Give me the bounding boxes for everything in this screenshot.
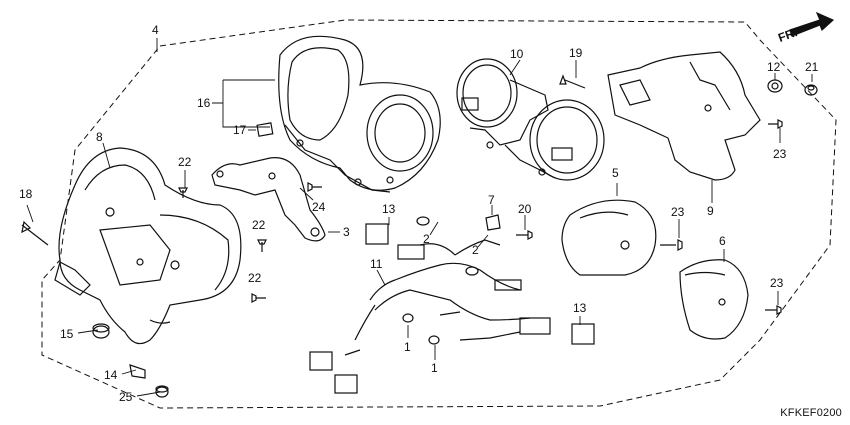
part-label-6: 6 (719, 234, 726, 248)
part-label-17: 17 (233, 123, 247, 137)
part-label-4: 4 (152, 23, 159, 37)
lower-case-part (54, 147, 242, 345)
part-label-2-upper: 2 (423, 232, 430, 246)
part-label-22-mid: 22 (252, 218, 266, 232)
fr-arrow (789, 11, 835, 37)
part-label-24: 24 (312, 200, 326, 214)
part-label-13-left: 13 (382, 202, 396, 216)
part-label-25: 25 (119, 390, 133, 404)
part-label-16: 16 (197, 96, 211, 110)
part-label-23-low: 23 (770, 276, 784, 290)
harness-part (309, 239, 551, 394)
part-label-9: 9 (707, 204, 714, 218)
part-label-20: 20 (518, 202, 532, 216)
part-label-22-low: 22 (248, 271, 262, 285)
part-label-18: 18 (19, 187, 33, 201)
drawing-code: KFKEF0200 (780, 407, 842, 419)
assembly-boundary (41, 19, 837, 409)
part-label-21: 21 (805, 60, 819, 74)
part-label-1-left: 1 (404, 340, 411, 354)
bracket-part (211, 157, 326, 242)
part-label-23-mid: 23 (671, 205, 685, 219)
part-label-5: 5 (612, 166, 619, 180)
part-label-8: 8 (96, 130, 103, 144)
gauge-assembly-part (456, 58, 605, 181)
cover-six-part (679, 259, 749, 340)
part-label-13-right: 13 (573, 301, 587, 315)
part-label-1-right: 1 (431, 361, 438, 375)
part-label-23-top: 23 (773, 147, 787, 161)
part-label-2-lower: 2 (472, 243, 479, 257)
part-label-12: 12 (767, 60, 781, 74)
part-label-11: 11 (370, 257, 383, 271)
part-label-10: 10 (510, 47, 524, 61)
meter-lens-part (278, 35, 441, 193)
part-label-14: 14 (104, 368, 118, 382)
part-label-19: 19 (569, 46, 583, 60)
part-label-22-top: 22 (178, 155, 192, 169)
part-label-3: 3 (343, 225, 350, 239)
upper-cover-part (607, 51, 761, 181)
part-label-7: 7 (488, 193, 495, 207)
cover-five-part (561, 199, 657, 276)
part-label-15: 15 (60, 327, 74, 341)
